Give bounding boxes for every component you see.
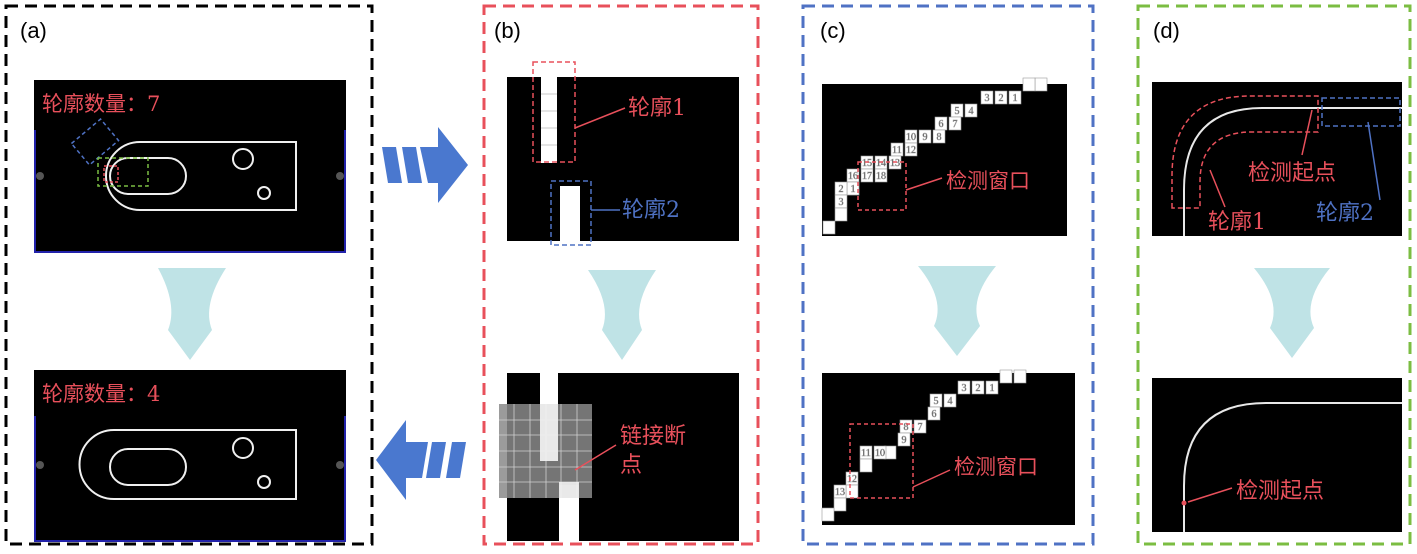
pixel-number: 3	[839, 197, 844, 208]
pixel-number: 14	[876, 158, 886, 169]
left-arrow-icon	[376, 420, 466, 500]
down-arrow-a-icon	[158, 268, 226, 360]
pixel-number: 10	[906, 132, 916, 143]
pixel-number: 2	[999, 93, 1004, 104]
pixel-cell	[821, 507, 835, 522]
panel-d-top-image	[1152, 82, 1402, 236]
pixel-number: 4	[969, 106, 974, 117]
panel-c-label: (c)	[820, 18, 846, 43]
panel-b-bottom-image	[499, 373, 739, 541]
detect-window-top: 检测窗口	[946, 169, 1030, 193]
panel-a-border	[4, 4, 374, 546]
pixel-number: 1	[851, 184, 856, 195]
pixel-cell	[897, 432, 911, 447]
link-breakpoint-label-1: 链接断	[620, 424, 686, 449]
pixel-cell	[994, 90, 1008, 105]
pixel-cell	[860, 168, 874, 183]
pixel-number: 5	[934, 396, 939, 407]
start-point-bottom: 检测起点	[1236, 479, 1324, 504]
down-arrow-b-icon	[588, 270, 656, 360]
pixel-number: 2	[976, 383, 981, 394]
start-point-top: 检测起点	[1248, 161, 1336, 186]
pixel-number: 18	[876, 171, 886, 182]
pixel-number: 10	[875, 448, 885, 459]
down-arrow-c-icon	[918, 266, 996, 356]
pixel-cell	[943, 393, 957, 408]
contour1-label-d: 轮廓1	[1208, 210, 1266, 235]
pixel-number: 2	[839, 184, 844, 195]
pixel-cell	[1022, 77, 1036, 92]
contour2-label-d: 轮廓2	[1316, 201, 1374, 226]
pixel-cell	[1034, 77, 1048, 92]
contour-count-top: 轮廓数量：7	[42, 92, 160, 116]
panel-b-border	[482, 4, 760, 546]
link-breakpoint-label-2: 点	[620, 453, 642, 478]
pixel-cell	[904, 142, 918, 157]
panel-b-top-image	[507, 61, 739, 246]
panel-d-bottom-image	[1152, 378, 1402, 532]
panel-a-label: (a)	[20, 18, 47, 43]
right-arrow-icon	[382, 127, 468, 203]
pixel-number: 16	[848, 171, 858, 182]
pixel-cell	[964, 103, 978, 118]
pixel-number: 13	[835, 487, 845, 498]
panel-d-border	[1136, 4, 1412, 546]
pixel-number: 7	[953, 119, 958, 130]
pixel-cell	[834, 207, 848, 222]
pixel-cell	[822, 220, 836, 235]
pixel-cell	[1008, 90, 1022, 105]
pixel-number: 6	[939, 119, 944, 130]
contour-count-bottom: 轮廓数量：4	[42, 382, 160, 406]
pixel-number: 1	[990, 383, 995, 394]
contour1-label-b: 轮廓1	[628, 96, 686, 121]
pixel-number: 3	[985, 93, 990, 104]
pixel-cell	[913, 419, 927, 434]
panel-a-bottom-image	[34, 370, 346, 542]
pixel-number: 8	[937, 132, 942, 143]
pixel-cell	[874, 168, 888, 183]
pixel-cell	[859, 458, 873, 473]
panel-d-label: (d)	[1153, 18, 1180, 43]
pixel-number: 11	[861, 448, 871, 459]
pixel-number: 5	[955, 106, 960, 117]
pixel-cell	[1013, 369, 1027, 384]
pixel-cell	[985, 380, 999, 395]
pixel-number: 4	[948, 396, 953, 407]
pixel-cell	[845, 484, 859, 499]
pixel-cell	[927, 406, 941, 421]
pixel-number: 7	[918, 422, 923, 433]
pixel-number: 6	[932, 409, 937, 420]
pixel-number: 11	[892, 145, 902, 156]
pixel-number: 3	[962, 383, 967, 394]
pixel-cell	[833, 497, 847, 512]
down-arrow-d-icon	[1254, 268, 1330, 358]
detect-window-bottom: 检测窗口	[954, 455, 1038, 479]
pixel-number: 13	[890, 158, 900, 169]
pixel-number: 12	[847, 474, 857, 485]
pixel-cell	[999, 369, 1013, 384]
pixel-number: 15	[862, 158, 872, 169]
pixel-number: 9	[923, 132, 928, 143]
pixel-number: 17	[862, 171, 872, 182]
pixel-cell	[873, 445, 887, 460]
pixel-number: 12	[906, 145, 916, 156]
pixel-cell	[948, 116, 962, 131]
contour2-label-b: 轮廓2	[622, 198, 680, 223]
pixel-number: 1	[1013, 93, 1018, 104]
pixel-number: 9	[902, 435, 907, 446]
panel-b-label: (b)	[494, 18, 521, 43]
pixel-cell	[957, 380, 971, 395]
panel-a-top-image	[34, 80, 346, 253]
pixel-number: 8	[904, 422, 909, 433]
panel-c-border	[801, 4, 1095, 546]
pixel-cell	[971, 380, 985, 395]
pixel-cell	[980, 90, 994, 105]
pixel-cell	[932, 129, 946, 144]
pixel-cell	[918, 129, 932, 144]
